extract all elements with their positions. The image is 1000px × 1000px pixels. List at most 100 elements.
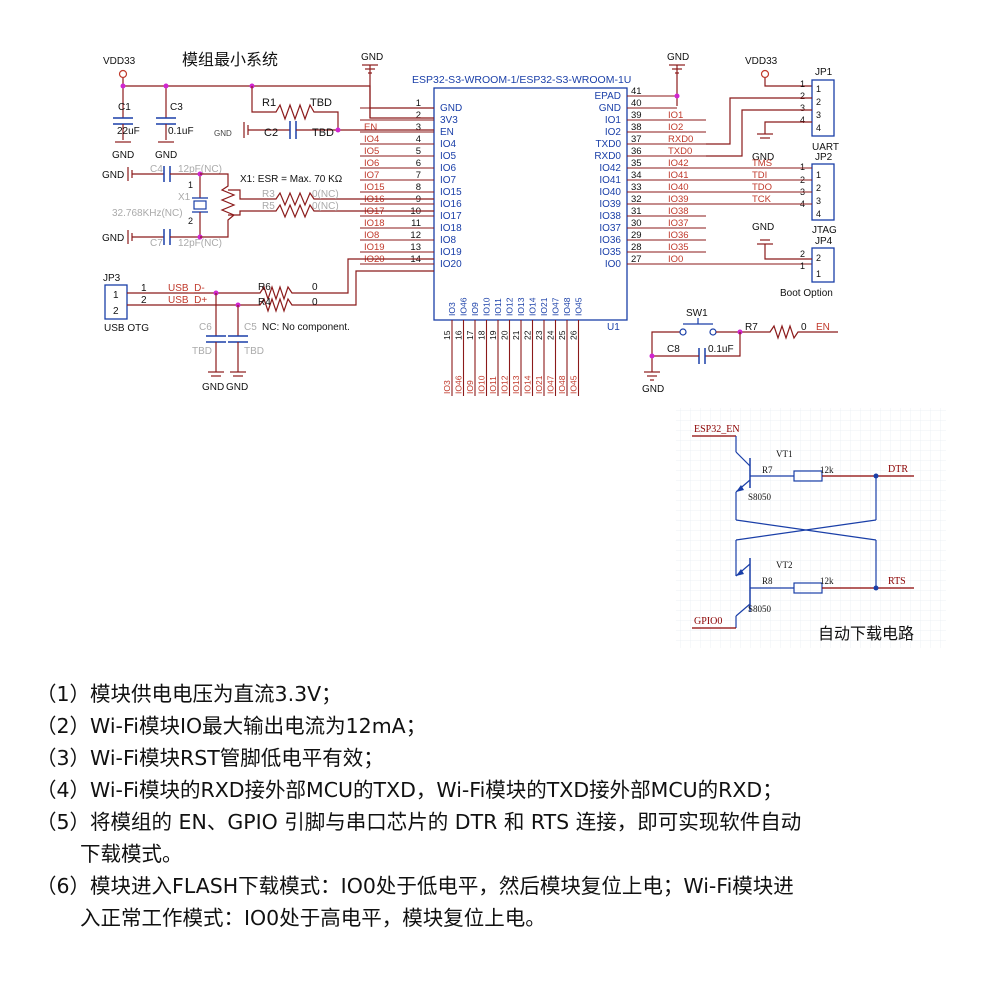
pin-number: 8 <box>416 182 421 193</box>
pin-name: IO2 <box>605 127 622 138</box>
svg-text:GND: GND <box>214 129 232 138</box>
svg-text:VT2: VT2 <box>776 560 793 570</box>
svg-text:12pF(NC): 12pF(NC) <box>178 164 222 175</box>
svg-text:GND: GND <box>752 152 774 163</box>
capacitor-c5: C5 TBD <box>228 305 264 372</box>
svg-text:GND: GND <box>155 150 177 161</box>
pin-name: IO12 <box>505 297 515 316</box>
net-label: IO13 <box>511 375 521 394</box>
pin-name: IO47 <box>551 297 561 316</box>
gnd-symbol-top: GND <box>361 52 383 80</box>
svg-text:1: 1 <box>800 162 805 172</box>
connector-jp1: 1 2 3 4 1 2 3 4 JP1 UART <box>800 67 839 153</box>
pin-number: 1 <box>416 98 421 109</box>
svg-text:C2: C2 <box>264 127 278 139</box>
svg-text:R4: R4 <box>258 297 271 308</box>
svg-text:R3: R3 <box>262 189 275 200</box>
pin-name: IO7 <box>440 175 457 186</box>
pin-number: 13 <box>410 242 421 253</box>
svg-text:1: 1 <box>188 180 193 190</box>
notes-list: （1）模块供电电压为直流3.3V； （2）Wi-Fi模块IO最大输出电流为12m… <box>36 678 976 934</box>
nc-note: NC: No component. <box>262 322 350 333</box>
svg-text:R6: R6 <box>258 282 271 293</box>
svg-text:GND: GND <box>361 52 383 63</box>
module-title: 模组最小系统 <box>182 50 278 69</box>
svg-text:JP4: JP4 <box>815 236 833 247</box>
svg-text:C7: C7 <box>150 238 163 249</box>
svg-text:C1: C1 <box>118 102 131 113</box>
svg-text:RTS: RTS <box>888 576 906 587</box>
usb-dminus-net: USB_D- <box>168 283 205 294</box>
pin-name: EPAD <box>595 91 622 102</box>
pin-number: 40 <box>631 98 642 109</box>
resistor-r1: R1 TBD <box>251 86 339 130</box>
svg-text:JP2: JP2 <box>815 152 833 163</box>
net-label: IO21 <box>534 375 544 394</box>
net-label: RXD0 <box>668 134 693 145</box>
pin-name: IO46 <box>459 297 469 316</box>
pin-name: GND <box>440 103 462 114</box>
svg-text:12k: 12k <box>820 576 834 586</box>
resistor-r5: R5 0(NC) <box>228 201 434 219</box>
svg-text:R7: R7 <box>762 465 773 475</box>
pin-number: 11 <box>411 218 421 229</box>
pin-number: 31 <box>631 206 642 217</box>
net-label: IO48 <box>557 375 567 394</box>
svg-text:1: 1 <box>816 269 821 279</box>
svg-text:X1: ESR = Max. 70 KΩ: X1: ESR = Max. 70 KΩ <box>240 174 343 185</box>
svg-text:TBD: TBD <box>244 346 264 357</box>
pin-number: 38 <box>631 122 642 133</box>
svg-text:R7: R7 <box>745 322 758 333</box>
pin-name: IO10 <box>482 297 492 316</box>
svg-text:1: 1 <box>816 170 821 180</box>
svg-text:4: 4 <box>816 123 821 133</box>
svg-text:0.1uF: 0.1uF <box>168 126 194 137</box>
net-label: IO19 <box>364 242 385 253</box>
pin-name: IO8 <box>440 235 457 246</box>
svg-text:EN: EN <box>816 322 830 333</box>
net-label: IO37 <box>668 218 689 229</box>
pin-number: 36 <box>631 146 642 157</box>
gnd-symbol-jp4: GND <box>752 222 774 245</box>
pin-number: 3 <box>416 122 421 133</box>
svg-text:R8: R8 <box>762 576 773 586</box>
pin-number: 19 <box>488 330 498 340</box>
pin-number: 32 <box>631 194 642 205</box>
pin-number: 7 <box>416 170 421 181</box>
svg-text:2: 2 <box>800 249 805 259</box>
pin-number: 2 <box>416 110 421 121</box>
pin-number: 24 <box>546 330 556 340</box>
svg-text:DTR: DTR <box>888 464 908 475</box>
svg-text:UART: UART <box>812 142 839 153</box>
pin-number: 17 <box>465 330 475 340</box>
pin-name: IO40 <box>599 187 621 198</box>
svg-text:0(NC): 0(NC) <box>312 189 339 200</box>
net-label: EN <box>364 122 377 133</box>
connector-jp3: 1 2 JP3 USB OTG <box>103 273 149 334</box>
svg-text:VDD33: VDD33 <box>745 56 778 67</box>
net-label: IO15 <box>364 182 385 193</box>
pin-name: IO13 <box>516 297 526 316</box>
capacitor-c7: GND C7 12pF(NC) <box>102 229 222 249</box>
svg-text:GND: GND <box>102 170 124 181</box>
svg-text:0: 0 <box>312 297 318 308</box>
pin-name: IO35 <box>599 247 621 258</box>
pin-name: EN <box>440 127 454 138</box>
connector-jp4: 2 1 2 1 JP4 Boot Option <box>780 236 835 299</box>
svg-text:ESP32_EN: ESP32_EN <box>694 424 740 435</box>
pin-name: IO21 <box>539 297 549 316</box>
pin-number: 26 <box>569 330 579 340</box>
svg-text:2: 2 <box>800 91 805 101</box>
pin-name: IO9 <box>470 302 480 316</box>
pin-number: 30 <box>631 218 642 229</box>
net-label: IO1 <box>668 110 683 121</box>
pin-number: 39 <box>631 110 642 121</box>
pin-number: 37 <box>631 134 642 145</box>
pin-number: 16 <box>454 330 464 340</box>
pin-number: 12 <box>410 230 421 241</box>
pin-name: IO4 <box>440 139 457 150</box>
svg-text:C3: C3 <box>170 102 183 113</box>
svg-text:GPIO0: GPIO0 <box>694 616 722 627</box>
